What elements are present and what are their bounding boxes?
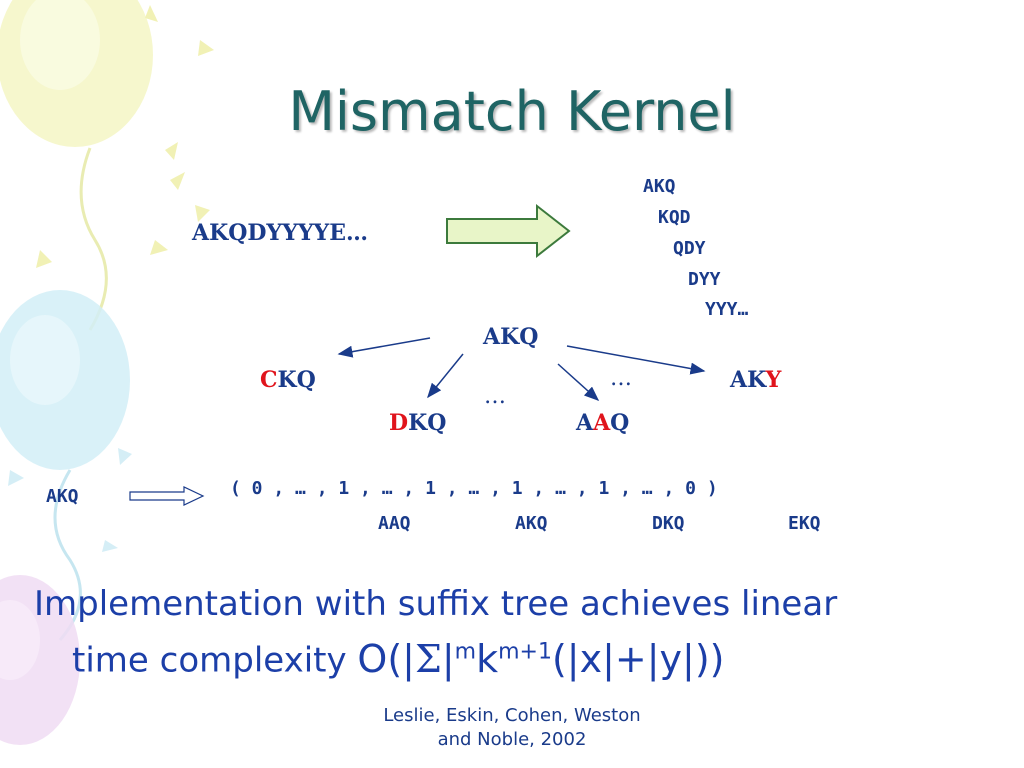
edge-to-ckq <box>337 337 431 358</box>
tree-node-dkq: DKQ <box>389 410 446 436</box>
citation-line: and Noble, 2002 <box>437 729 587 750</box>
kmer-item: QDY <box>673 238 706 259</box>
mutation-letter: A <box>593 410 611 436</box>
tree-node-ckq: CKQ <box>260 367 316 393</box>
implementation-line2: time complexity O(|Σ|mkm+1(|x|+|y|)) <box>34 628 837 685</box>
mutation-letter: C <box>260 367 278 393</box>
feature-vector: ( 0 , … , 1 , … , 1 , … , 1 , … , 1 , … … <box>230 478 718 499</box>
feature-label: AKQ <box>515 513 548 534</box>
implementation-note: Implementation with suffix tree achieves… <box>34 580 837 685</box>
edge-to-aaq <box>557 363 600 402</box>
node-rest: KQ <box>408 410 447 436</box>
complexity-label: time complexity <box>72 640 358 681</box>
node-rest: A <box>576 410 594 436</box>
feature-label: DKQ <box>652 513 685 534</box>
kmer-item: AKQ <box>643 176 676 197</box>
tree-node-aky: AKY <box>730 367 781 393</box>
node-rest: AK <box>730 367 766 393</box>
node-rest: KQ <box>277 367 316 393</box>
citation-line: Leslie, Eskin, Cohen, Weston <box>383 705 641 726</box>
sigma-symbol: Σ <box>414 636 442 681</box>
feature-label: AAQ <box>378 513 411 534</box>
kmer-item: YYY… <box>705 299 749 320</box>
purple-balloon-icon <box>0 575 80 745</box>
feature-map-input: AKQ <box>46 486 79 507</box>
block-arrow-icon <box>446 203 571 259</box>
feature-map-arrow-icon <box>129 486 205 506</box>
blue-confetti-icon <box>8 448 132 552</box>
citation: Leslie, Eskin, Cohen, Weston and Noble, … <box>342 704 682 752</box>
complexity-formula: O(|Σ|mkm+1(|x|+|y|)) <box>357 636 725 681</box>
slide-title: Mismatch Kernel <box>288 80 736 143</box>
blue-balloon-icon <box>0 290 130 641</box>
implementation-line1: Implementation with suffix tree achieves… <box>34 584 838 624</box>
mutation-letter: D <box>389 410 409 436</box>
tree-ellipsis: … <box>610 366 632 391</box>
mutation-letter: Y <box>765 367 782 393</box>
confetti-stars-icon <box>36 5 214 268</box>
kmer-item: DYY <box>688 269 721 290</box>
input-sequence: AKQDYYYYE… <box>192 220 369 246</box>
tree-ellipsis: … <box>484 384 506 409</box>
yellow-balloon-icon <box>0 0 153 331</box>
feature-label: EKQ <box>788 513 821 534</box>
node-rest: Q <box>610 410 630 436</box>
kmer-item: KQD <box>658 207 691 228</box>
edge-to-aky <box>566 345 706 375</box>
tree-node-aaq: AAQ <box>576 410 629 436</box>
edge-to-dkq <box>427 353 464 399</box>
tree-root: AKQ <box>483 324 539 350</box>
